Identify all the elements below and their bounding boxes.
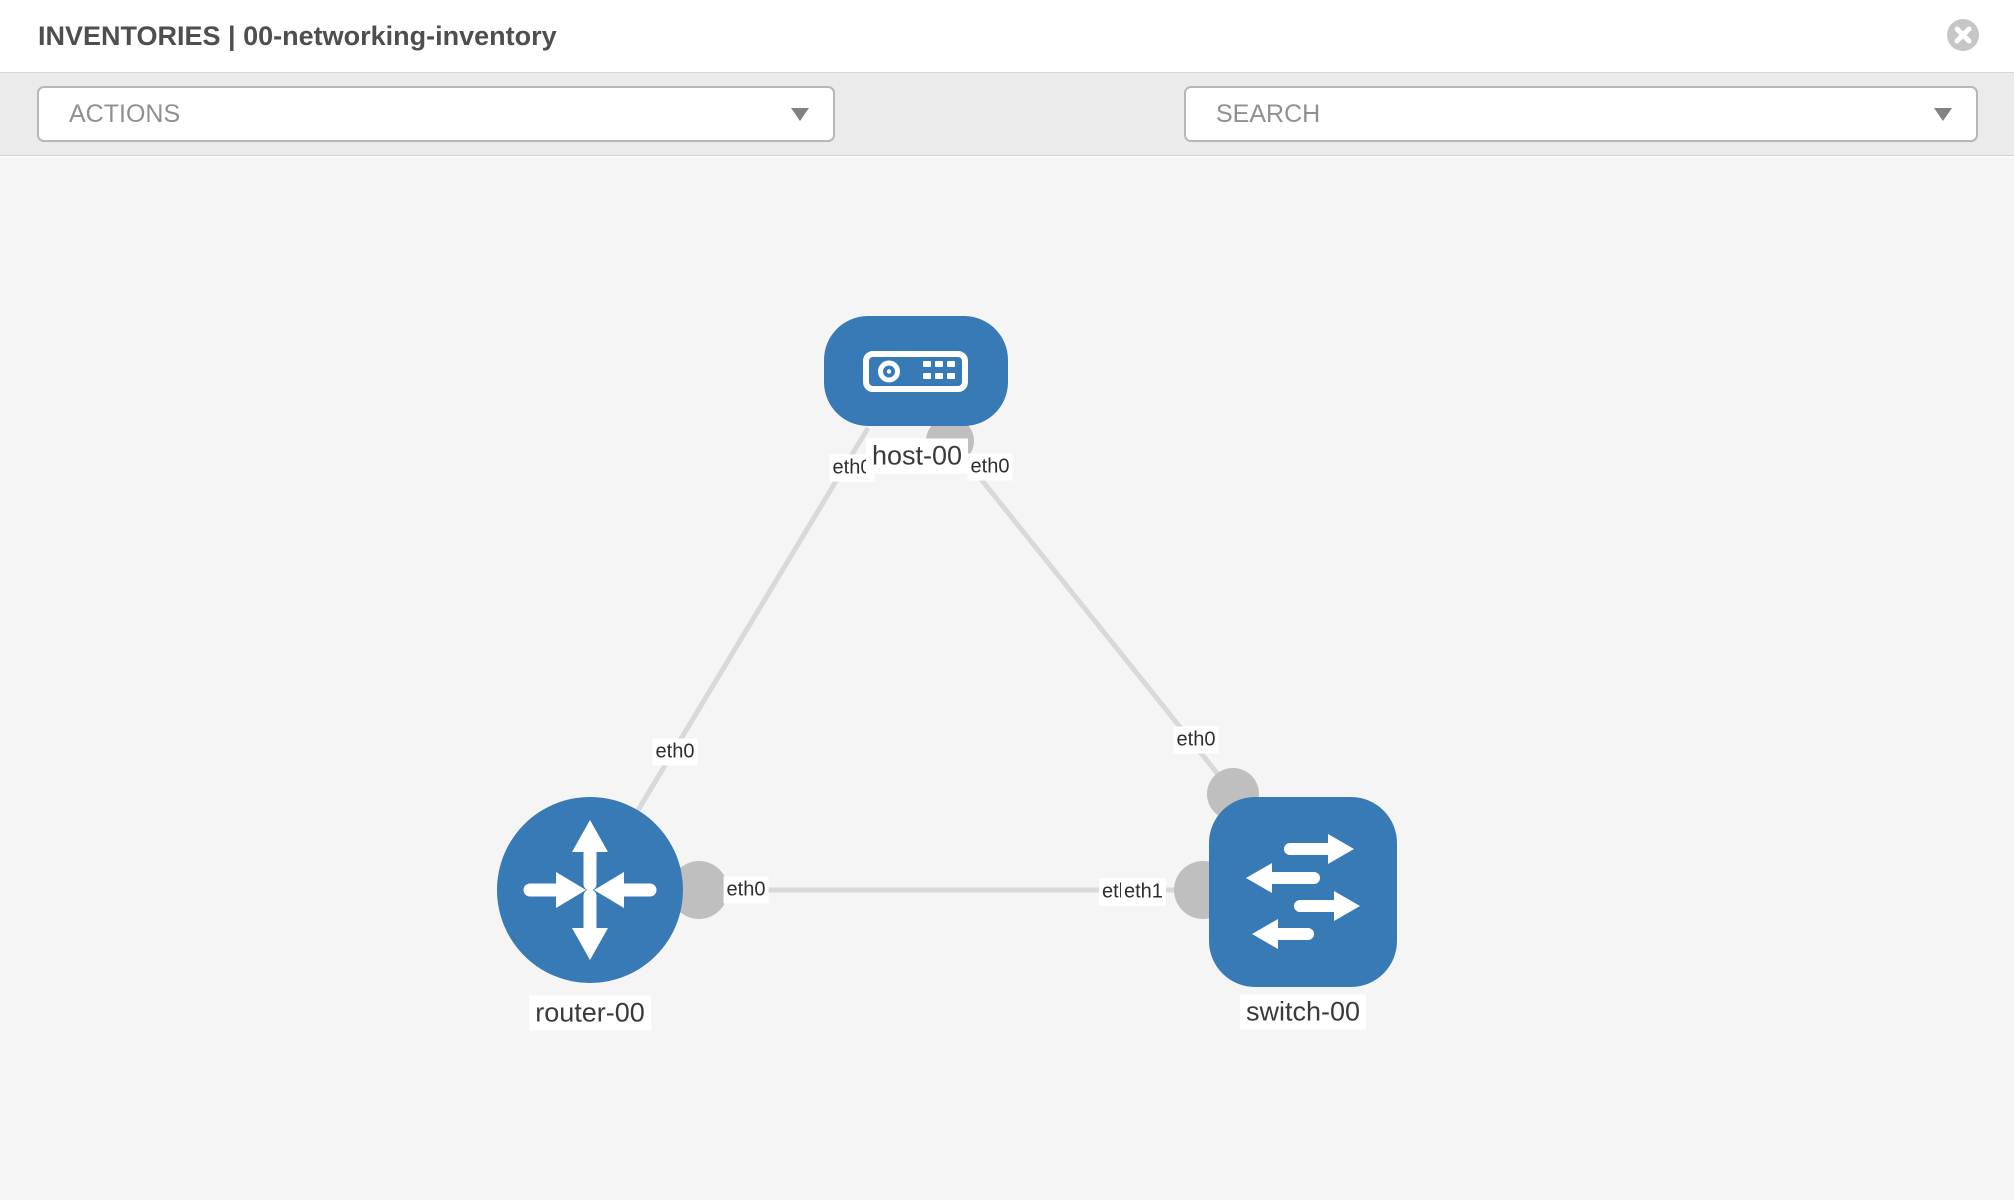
host-icon bbox=[863, 351, 968, 392]
node-router-00[interactable] bbox=[497, 797, 683, 983]
window-header: INVENTORIES | 00-networking-inventory bbox=[0, 0, 2014, 73]
router-icon bbox=[523, 820, 657, 960]
actions-dropdown-label: ACTIONS bbox=[69, 100, 181, 128]
toolbar: ACTIONS SEARC bbox=[0, 73, 2014, 206]
interface-connector-router[interactable] bbox=[670, 861, 728, 919]
search-dropdown[interactable]: SEARCH bbox=[1184, 86, 1978, 142]
interface-label: eth0 bbox=[652, 738, 698, 766]
chevron-down-icon bbox=[1934, 108, 1952, 121]
node-label-router-00: router-00 bbox=[529, 995, 651, 1031]
interface-label: eth0 bbox=[967, 453, 1013, 481]
node-switch-00[interactable] bbox=[1209, 797, 1397, 987]
close-button[interactable] bbox=[1946, 18, 1980, 52]
search-dropdown-label: SEARCH bbox=[1216, 100, 1321, 128]
page-title: INVENTORIES | 00-networking-inventory bbox=[38, 21, 557, 51]
topology-canvas[interactable]: eth0 eth0 eth0 eth0 eth0 eth0 eth1 host-… bbox=[0, 157, 2014, 1200]
node-label-switch-00: switch-00 bbox=[1239, 994, 1367, 1030]
interface-label: eth1 bbox=[1121, 878, 1166, 906]
topology-svg bbox=[497, 316, 1397, 987]
node-host-00[interactable] bbox=[824, 316, 1008, 426]
interface-label: eth0 bbox=[723, 876, 769, 904]
interface-label: eth0 bbox=[1173, 726, 1219, 754]
close-icon bbox=[1947, 19, 1979, 51]
actions-dropdown[interactable]: ACTIONS bbox=[37, 86, 835, 142]
chevron-down-icon bbox=[791, 108, 809, 121]
switch-icon bbox=[1246, 834, 1360, 949]
node-label-host-00: host-00 bbox=[865, 438, 969, 474]
